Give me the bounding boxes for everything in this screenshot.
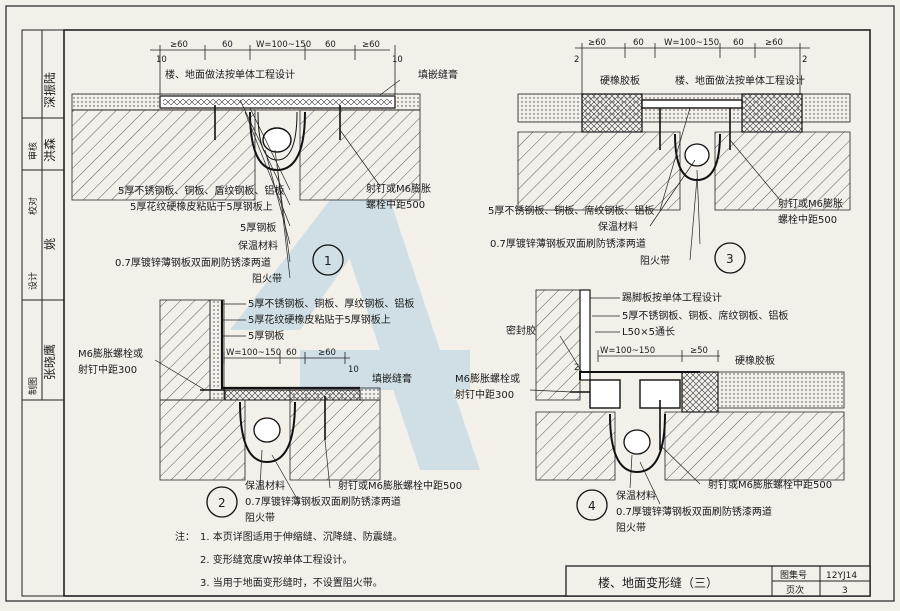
d2-seal-label: 填嵌缝膏 (372, 372, 412, 385)
signature-1: 深振陆 (42, 72, 57, 108)
d1-anchor-label-2: 螺栓中距500 (366, 198, 425, 211)
detail-4: W=100~150 ≥50 2 硬橡胶板 踢脚板按单体工程设计 5厚不锈钢板、铜… (455, 289, 845, 534)
atlas-label: 图集号 (780, 569, 807, 581)
d1-label-5: 0.7厚镀锌薄钢板双面刷防锈漆两道 (115, 256, 271, 269)
strip-cell-design: 设计 (27, 272, 39, 290)
d3-dim-2: 60 (633, 38, 644, 48)
d1-dim-small-2: 10 (392, 55, 403, 65)
d2-dim-3: ≥60 (318, 348, 336, 358)
d1-dim-5: ≥60 (362, 40, 380, 50)
d1-label-4: 保温材料 (238, 239, 278, 252)
d2-label-1: 5厚不锈钢板、铜板、厚纹钢板、铝板 (248, 297, 414, 310)
d1-dim-4: 60 (325, 40, 336, 50)
d1-dim-1: ≥60 (170, 40, 188, 50)
d3-dim-3: W=100~150 (664, 38, 719, 48)
d4-bottom-label-3: 阻火带 (616, 522, 646, 534)
note-1: 1. 本页详图适用于伸缩缝、沉降缝、防震缝。 (200, 530, 403, 543)
signature-3: 姚 (43, 238, 57, 250)
d2-anchor-label: 射钉或M6膨胀螺栓中距500 (338, 479, 462, 492)
page-value: 3 (842, 586, 848, 596)
outer-frame (5, 5, 895, 602)
d4-bottom-label-1: 保温材料 (616, 489, 656, 502)
d1-dim-2: 60 (222, 40, 233, 50)
d1-label-2: 5厚花纹硬橡皮粘贴于5厚钢板上 (130, 200, 273, 213)
note-3: 3. 当用于地面变形缝时，不设置阻火带。 (200, 576, 383, 589)
watermark-logo (230, 200, 480, 470)
d1-anchor-label-1: 射钉或M6膨胀 (366, 182, 431, 195)
d1-label-1: 5厚不锈钢板、铜板、盾纹钢板、铝板 (118, 184, 284, 197)
d4-dim-small: 2 (574, 363, 579, 373)
d2-dim-2: 60 (286, 348, 297, 358)
d3-dim-small-2: 2 (802, 55, 807, 65)
d3-circle-number: 3 (726, 252, 734, 266)
d4-rubber-label: 硬橡胶板 (735, 354, 775, 367)
d1-dim-small-1: 10 (156, 55, 167, 65)
d3-label-1: 5厚不锈钢板、铜板、席纹钢板、铝板 (488, 204, 654, 217)
detail-1: ≥60 60 W=100~150 60 ≥60 10 10 楼、地面做法按单体工… (71, 40, 458, 285)
d2-bottom-label-2: 0.7厚镀锌薄钢板双面刷防锈漆两道 (245, 495, 401, 508)
notes: 注： 1. 本页详图适用于伸缩缝、沉降缝、防震缝。 2. 变形缝宽度W按单体工程… (175, 530, 403, 589)
d2-dim-1: W=100~150 (226, 348, 281, 358)
detail-2: W=100~150 60 ≥60 10 填嵌缝膏 5厚不锈钢板、铜板、厚纹钢板、… (78, 297, 462, 524)
title-block: 楼、地面变形缝（三） 图集号 12YJ14 页次 3 (565, 565, 871, 597)
strip-cell-draw: 制图 (27, 377, 39, 395)
d4-left-label-2: 射钉中距300 (455, 388, 514, 401)
d2-dim-small: 10 (348, 365, 359, 375)
d3-anchor-label-1: 射钉或M6膨胀 (778, 197, 843, 210)
d2-label-2: 5厚花纹硬橡皮粘贴于5厚钢板上 (248, 313, 391, 326)
d4-dim-2: ≥50 (690, 346, 708, 356)
d4-left-label-1: M6膨胀螺栓或 (455, 372, 520, 385)
d4-anchor-label: 射钉或M6膨胀螺栓中距500 (708, 478, 832, 491)
d3-dim-small-1: 2 (574, 55, 579, 65)
d3-label-3: 0.7厚镀锌薄钢板双面刷防锈漆两道 (490, 237, 646, 250)
d3-dim-5: ≥60 (765, 38, 783, 48)
signature-2: 洪森 (42, 138, 57, 162)
d2-label-3: 5厚钢板 (248, 329, 284, 342)
d3-label-2: 保温材料 (598, 220, 638, 233)
d3-top-label: 楼、地面做法按单体工程设计 (675, 74, 805, 87)
d2-left-label-2: 射钉中距300 (78, 363, 137, 376)
d2-circle-number: 2 (218, 496, 226, 510)
notes-prefix: 注： (175, 530, 195, 543)
d1-label-3: 5厚钢板 (240, 221, 276, 234)
strip-cell-review: 审核 (27, 142, 39, 160)
d2-left-label-1: M6膨胀螺栓或 (78, 347, 143, 360)
detail-3: ≥60 60 W=100~150 60 ≥60 2 2 硬橡胶板 楼、地面做法按… (488, 38, 851, 274)
d4-dim-1: W=100~150 (600, 346, 655, 356)
note-2: 2. 变形缝宽度W按单体工程设计。 (200, 553, 353, 566)
title-block-title: 楼、地面变形缝（三） (598, 575, 718, 590)
d1-top-label: 楼、地面做法按单体工程设计 (165, 68, 295, 81)
d3-label-4: 阻火带 (640, 255, 670, 267)
d4-label-1: 踢脚板按单体工程设计 (622, 291, 722, 304)
d2-bottom-label-3: 阻火带 (245, 512, 275, 524)
d1-label-6: 阻火带 (252, 273, 282, 285)
d3-rubber-label: 硬橡胶板 (600, 74, 640, 87)
d1-dim-3: W=100~150 (256, 40, 311, 50)
d1-seal-label: 填嵌缝膏 (418, 68, 458, 81)
signature-4: 张晓鹰 (42, 344, 57, 380)
d4-seal-label: 密封胶 (506, 324, 536, 337)
d4-label-3: L50×5通长 (622, 326, 675, 338)
d3-dim-1: ≥60 (588, 38, 606, 48)
atlas-value: 12YJ14 (826, 571, 857, 581)
d1-circle-number: 1 (324, 254, 332, 268)
d3-anchor-label-2: 螺栓中距500 (778, 213, 837, 226)
d4-circle-number: 4 (588, 499, 596, 513)
d2-bottom-label-1: 保温材料 (245, 479, 285, 492)
d4-label-2: 5厚不锈钢板、铜板、席纹钢板、铝板 (622, 309, 788, 322)
d3-dim-4: 60 (733, 38, 744, 48)
page-label: 页次 (786, 584, 804, 596)
d4-bottom-label-2: 0.7厚镀锌薄钢板双面刷防锈漆两道 (616, 505, 772, 518)
side-title-strip: 审核 校对 设计 制图 深振陆 洪森 姚 张晓鹰 (21, 29, 65, 597)
strip-cell-check: 校对 (27, 197, 39, 215)
